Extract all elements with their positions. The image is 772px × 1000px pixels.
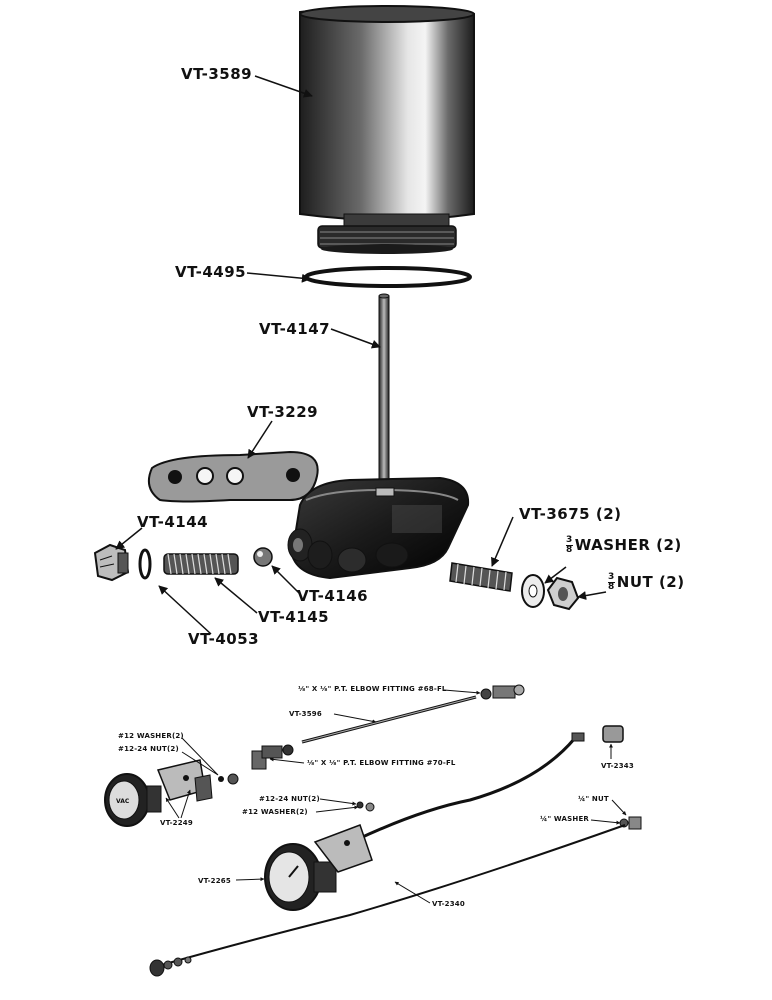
washer-3-8 xyxy=(521,574,545,608)
label-elbow-70: ⅛" X ⅛" P.T. ELBOW FITTING #70-FL xyxy=(307,759,456,767)
pump-housing xyxy=(287,476,470,580)
filter-cylinder xyxy=(299,5,475,254)
label-vt-4147: VT-4147 xyxy=(259,320,331,338)
o-ring xyxy=(138,548,152,580)
check-ball xyxy=(253,547,273,567)
label-nut-2: #12-24 NUT(2) xyxy=(259,795,320,803)
label-vt-2343: VT-2343 xyxy=(601,762,634,770)
small-gauge: VAC xyxy=(104,773,162,827)
quarter-nut-washer xyxy=(619,816,642,830)
fraction-den: 8 xyxy=(566,545,573,555)
label-vt-4144: VT-4144 xyxy=(137,513,209,531)
coil-spring xyxy=(163,553,239,575)
cover-plate xyxy=(147,450,319,503)
elbow-fitting-top xyxy=(480,684,525,700)
label-vt-4053: VT-4053 xyxy=(188,630,260,648)
control-cable xyxy=(149,824,626,977)
flex-line xyxy=(355,732,585,842)
fraction-num: 3 xyxy=(608,572,615,582)
label-vt-2249: VT-2249 xyxy=(160,819,193,827)
fraction-den: 8 xyxy=(608,582,615,592)
label-vt-3229: VT-3229 xyxy=(247,403,319,421)
nut-washer-12 xyxy=(356,801,375,812)
gauge-bracket xyxy=(156,759,239,802)
label-vt-3596: VT-3596 xyxy=(289,710,322,718)
label-vt-4495: VT-4495 xyxy=(175,263,247,281)
svg-text:VAC: VAC xyxy=(116,798,130,805)
large-gauge-bracket xyxy=(313,824,373,873)
fitting-vt-2343 xyxy=(602,725,624,743)
drain-plug xyxy=(93,543,130,582)
label-quarter-washer: ¼" WASHER xyxy=(540,815,590,823)
label-12-washer: #12 WASHER(2) xyxy=(118,732,184,740)
fraction-num: 3 xyxy=(566,535,573,545)
small-leader-lines xyxy=(165,689,627,904)
label-quarter-nut: ¼" NUT xyxy=(578,795,609,803)
oil-tube xyxy=(301,695,477,744)
label-vt-3589: VT-3589 xyxy=(181,65,253,83)
elbow-fitting-mid xyxy=(251,744,294,770)
nut-3-8 xyxy=(546,576,580,611)
label-elbow-68: ⅛" X ⅛" P.T. ELBOW FITTING #68-FL xyxy=(298,685,447,693)
label-vt-3675: VT-3675 (2) xyxy=(519,505,622,523)
label-vt-4146: VT-4146 xyxy=(297,587,369,605)
label-vt-2340: VT-2340 xyxy=(432,900,465,908)
nut-text: NUT (2) xyxy=(616,573,685,591)
washer-text: WASHER (2) xyxy=(574,536,682,554)
label-12-24-nut: #12-24 NUT(2) xyxy=(118,745,179,753)
stud-bolt xyxy=(449,562,513,592)
label-vt-4145: VT-4145 xyxy=(258,608,330,626)
center-rod xyxy=(378,293,390,493)
large-gauge xyxy=(264,843,337,911)
main-leader-lines xyxy=(115,75,607,635)
gasket-ring xyxy=(304,266,472,288)
label-washer-2: #12 WASHER(2) xyxy=(242,808,308,816)
label-vt-2265: VT-2265 xyxy=(198,877,231,885)
